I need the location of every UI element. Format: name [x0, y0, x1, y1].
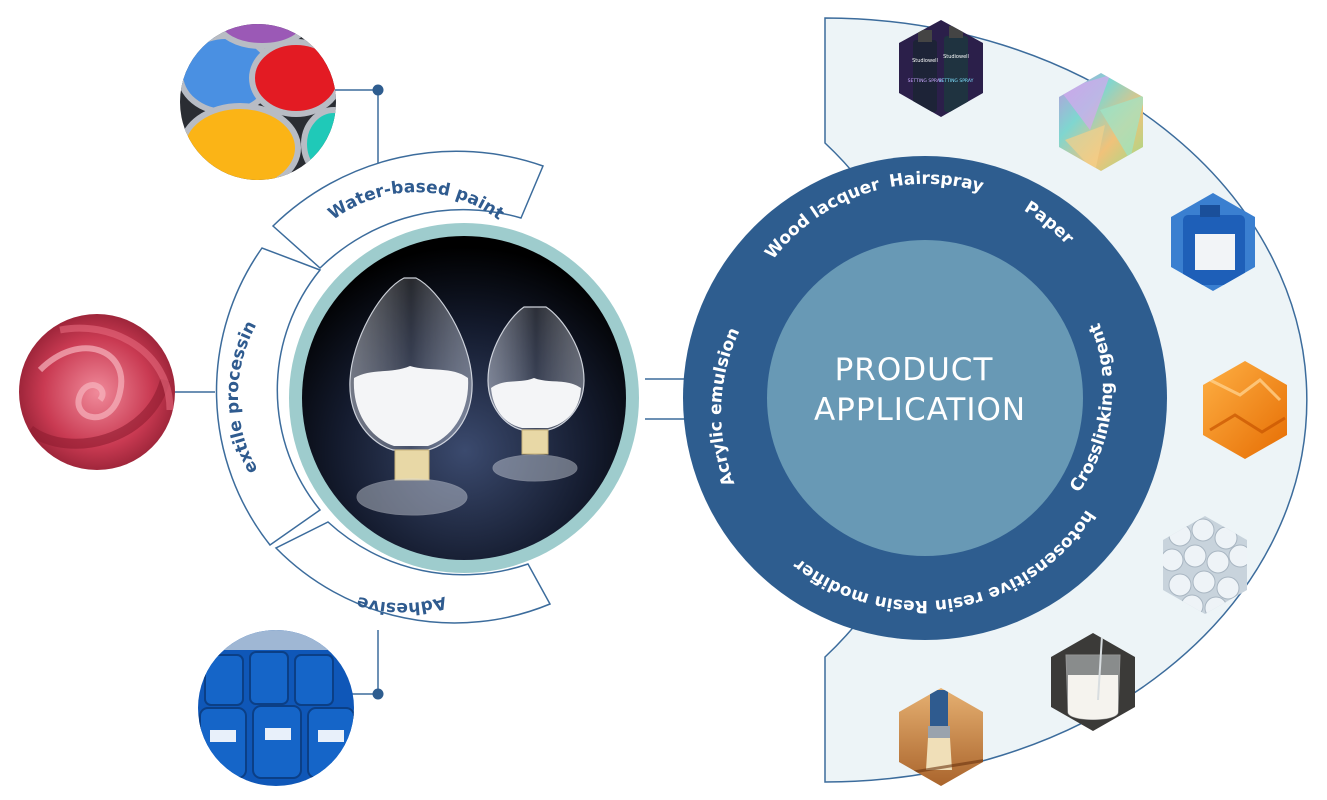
segment-textile-processing — [215, 247, 322, 547]
center-title-line1: PRODUCT — [835, 352, 994, 388]
connector-dot-top — [372, 84, 384, 96]
connector-dot-bottom — [372, 688, 384, 700]
bottle2-product: SETTING SPRAY — [939, 78, 974, 84]
segment-water-based-paint — [271, 150, 545, 270]
product-photo — [289, 223, 639, 573]
segment-adhesive — [274, 521, 552, 624]
bottle1-brand: Studiowell — [912, 58, 938, 64]
hex-resin-beads — [1163, 516, 1247, 614]
flask-small — [487, 306, 585, 482]
center-disc — [767, 240, 1083, 556]
flask-large — [349, 277, 473, 516]
photo-silk-fabric — [19, 314, 175, 470]
hex-holographic-paper — [1059, 73, 1143, 171]
center-title-line2: APPLICATION — [814, 392, 1026, 428]
application-ring — [683, 156, 1167, 640]
hex-chemical-container — [1171, 193, 1255, 291]
hex-acrylic-emulsion-beaker — [1051, 633, 1135, 731]
photo-paint-cans — [180, 24, 336, 180]
left-segments — [215, 150, 552, 624]
bottle2-brand: Studiowell — [943, 54, 969, 60]
photo-chemical-drums — [198, 630, 354, 786]
hex-hairspray-bottles: Studiowell Studiowell SETTING SPRAY SETT… — [899, 20, 983, 117]
hex-photosensitive-orange — [1203, 361, 1287, 459]
bottle1-product: SETTING SPRAY — [908, 78, 943, 84]
